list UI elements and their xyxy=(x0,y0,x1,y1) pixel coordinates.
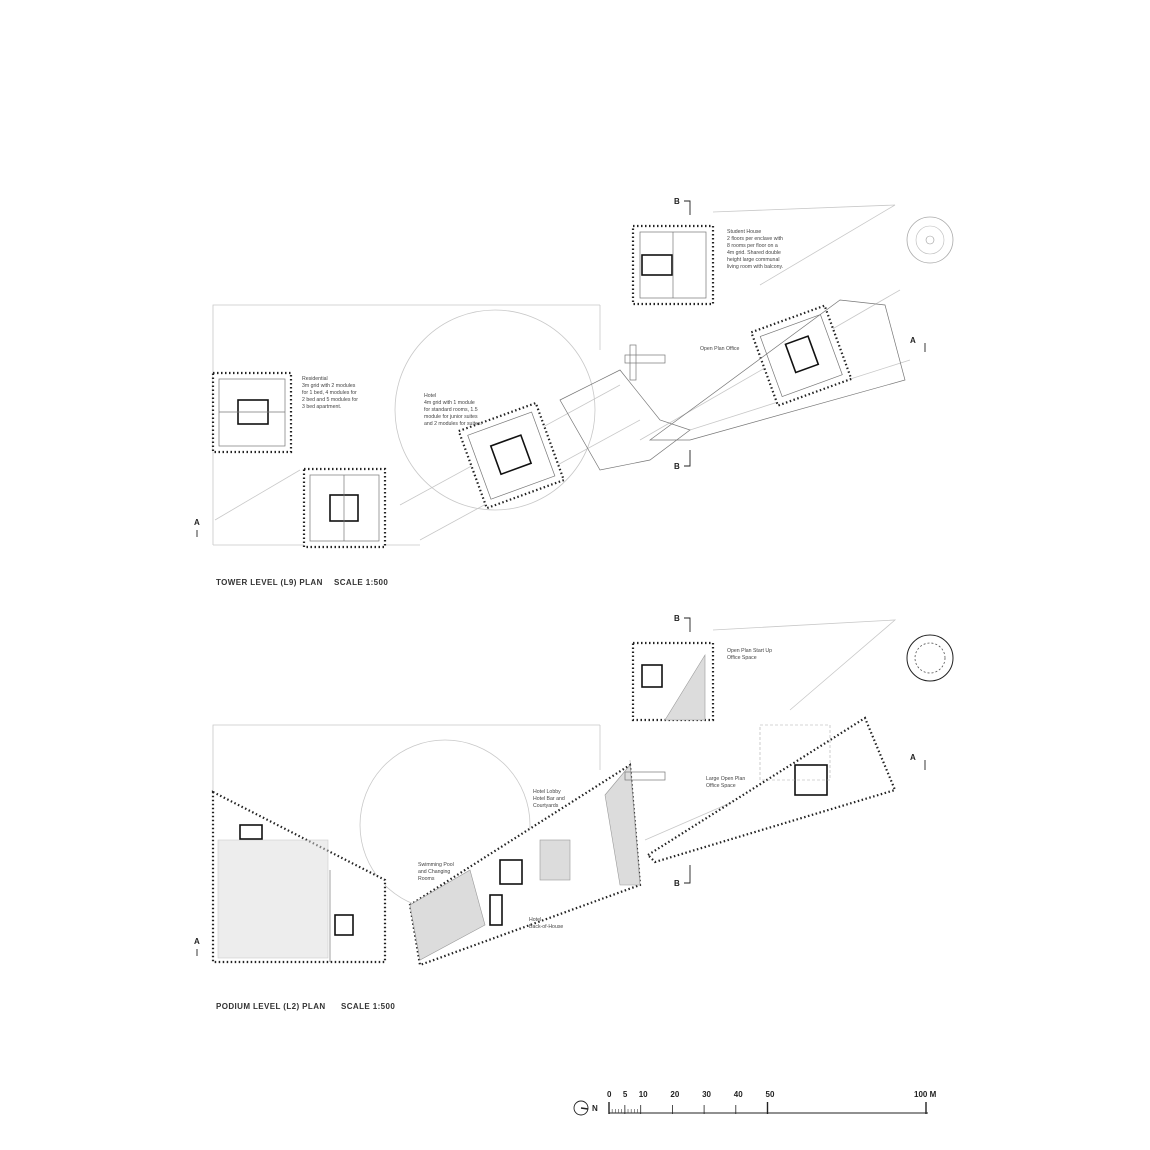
scale-tick-label: 0 xyxy=(607,1090,612,1099)
roundabout xyxy=(906,634,954,682)
startup-office-block xyxy=(631,641,715,722)
north-arrow: N xyxy=(573,1100,598,1116)
section-marker-a: A A xyxy=(194,753,926,956)
podium-plan-scale: SCALE 1:500 xyxy=(341,1002,395,1011)
scale-tick-label: 10 xyxy=(639,1090,648,1099)
residential-tower-2 xyxy=(302,467,387,549)
hotel-podium xyxy=(408,763,642,967)
scale-tick-label: 30 xyxy=(702,1090,711,1099)
pool-note: Swimming Pool and Changing Rooms xyxy=(418,862,455,882)
svg-text:A: A xyxy=(910,753,916,762)
connector-bridge xyxy=(559,344,691,471)
lobby-note: Hotel Lobby Hotel Bar and Courtyards xyxy=(533,789,566,809)
bridge xyxy=(624,771,666,781)
large-office-note: Large Open Plan Office Space xyxy=(706,776,747,789)
hotel-tower xyxy=(457,401,566,510)
podium-level-plan: Open Plan Start Up Office Space Large Op… xyxy=(194,614,954,1011)
svg-text:B: B xyxy=(674,614,680,623)
scale-tick-label: 50 xyxy=(766,1090,775,1099)
section-marker-a: A A xyxy=(194,336,926,537)
scale-tick-label: 20 xyxy=(670,1090,679,1099)
hotel-note: Hotel 4m grid with 1 module for standard… xyxy=(424,393,482,427)
scale-tick-label: 100 M xyxy=(914,1090,937,1099)
svg-text:A: A xyxy=(910,336,916,345)
student-house-tower xyxy=(631,224,715,306)
tower-plan-title: TOWER LEVEL (L9) PLAN xyxy=(216,578,323,587)
startup-note: Open Plan Start Up Office Space xyxy=(727,648,773,661)
scale-tick-label: 40 xyxy=(734,1090,743,1099)
tower-plan-scale: SCALE 1:500 xyxy=(334,578,388,587)
tower-level-plan: Student House 2 floors per enclave with … xyxy=(194,197,954,587)
office-tower xyxy=(749,304,853,407)
office-wedge xyxy=(648,299,906,441)
svg-text:A: A xyxy=(194,518,200,527)
scale-bar: N 0 5 10 20 30 40 50 100 M xyxy=(573,1090,937,1116)
section-marker-b: B B xyxy=(674,614,691,888)
back-of-house-note: Hotel Back-of-House xyxy=(529,917,563,930)
svg-text:B: B xyxy=(674,197,680,206)
office-podium xyxy=(646,716,897,864)
residential-note: Residential 3m grid with 2 modules for 1… xyxy=(302,376,359,410)
svg-text:B: B xyxy=(674,879,680,888)
podium-plan-title: PODIUM LEVEL (L2) PLAN xyxy=(216,1002,326,1011)
residential-tower-1 xyxy=(211,371,293,454)
office-note: Open Plan Office xyxy=(700,346,740,352)
svg-text:B: B xyxy=(674,462,680,471)
svg-text:A: A xyxy=(194,937,200,946)
student-house-note: Student House 2 floors per enclave with … xyxy=(727,229,784,270)
svg-text:N: N xyxy=(592,1104,598,1113)
scale-tick-label: 5 xyxy=(623,1090,628,1099)
residential-podium xyxy=(211,790,387,964)
section-marker-b: B B xyxy=(674,197,691,471)
roundabout xyxy=(906,216,954,264)
